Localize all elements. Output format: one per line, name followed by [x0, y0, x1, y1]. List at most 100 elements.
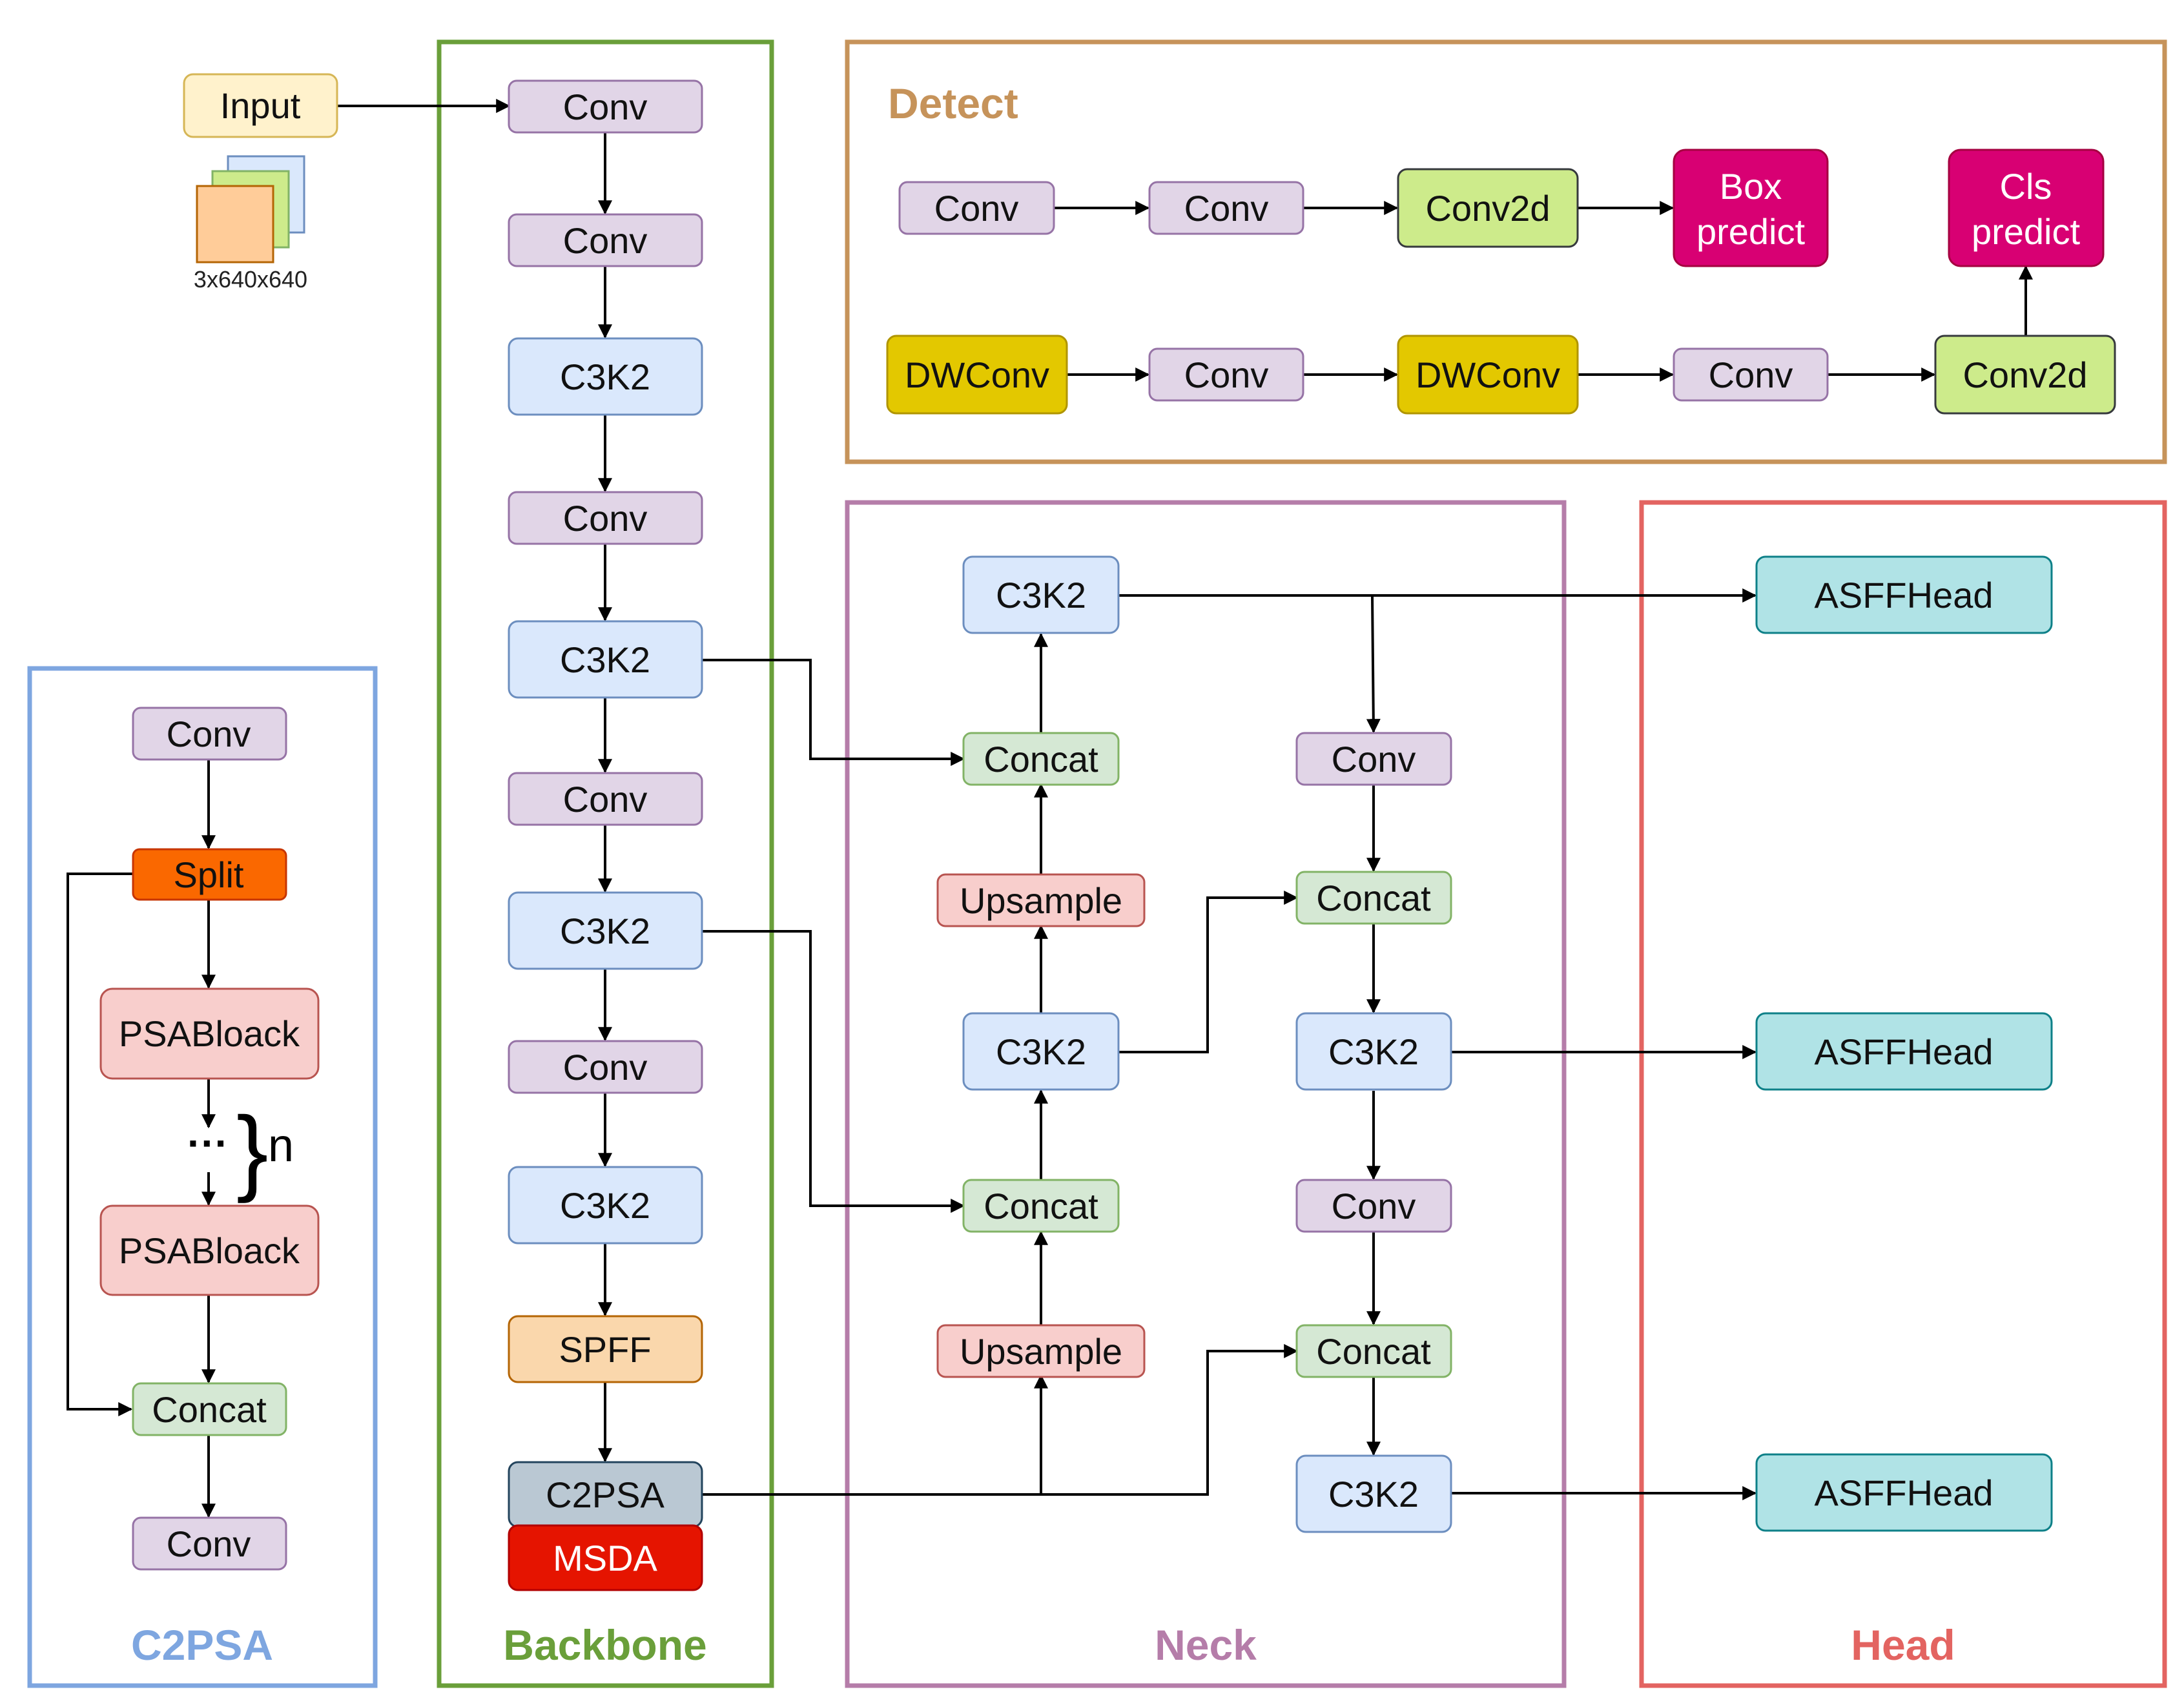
svg-text:Conv: Conv	[1184, 188, 1269, 229]
input-tensor-icon: 3x640x640	[194, 155, 307, 293]
svg-text:Conv2d: Conv2d	[1425, 188, 1550, 229]
svg-text:DWConv: DWConv	[905, 355, 1049, 395]
c2psa-panel-title: C2PSA	[131, 1621, 273, 1669]
neck-concat-2: Concat	[962, 1179, 1120, 1233]
backbone-spff: SPFF	[508, 1315, 703, 1383]
neck-c3k2-right-1: C3K2	[1295, 1012, 1452, 1091]
neck-upsample-2: Upsample	[936, 1324, 1146, 1378]
input-shape-label: 3x640x640	[194, 266, 307, 293]
c2psa-repeat-count: n	[268, 1120, 294, 1172]
svg-text:PSABloack: PSABloack	[119, 1230, 300, 1271]
backbone-c2psa: C2PSA	[508, 1461, 703, 1528]
backbone-conv-5: Conv	[508, 1040, 703, 1094]
svg-text:Concat: Concat	[1316, 1331, 1431, 1372]
svg-text:C3K2: C3K2	[560, 639, 650, 680]
svg-text:Conv: Conv	[1709, 355, 1793, 395]
svg-text:C3K2: C3K2	[1328, 1031, 1419, 1072]
svg-text:C3K2: C3K2	[996, 1031, 1086, 1072]
svg-text:MSDA: MSDA	[553, 1538, 657, 1578]
c2psa-brace: }	[236, 1097, 268, 1204]
svg-text:ASFFHead: ASFFHead	[1815, 1472, 1993, 1513]
svg-text:Conv: Conv	[563, 498, 648, 539]
head-asff-1: ASFFHead	[1755, 555, 2053, 634]
c2psa-split: Split	[132, 848, 287, 901]
head-panel: Head	[1639, 500, 2167, 1688]
input-node: Input	[183, 73, 338, 138]
detect-row1-conv-1: Conv	[898, 181, 1055, 235]
svg-text:Conv: Conv	[563, 87, 648, 127]
neck-c3k2-right-2: C3K2	[1295, 1454, 1452, 1533]
connectors	[67, 99, 2033, 1518]
svg-text:Concat: Concat	[984, 1186, 1098, 1226]
neck-concat-right-2: Concat	[1295, 1324, 1452, 1378]
svg-text:Upsample: Upsample	[960, 880, 1122, 921]
neck-panel-title: Neck	[1155, 1621, 1257, 1669]
svg-text:Conv: Conv	[934, 188, 1019, 229]
backbone-c3k2-3: C3K2	[508, 891, 703, 970]
backbone-panel: Backbone	[437, 39, 774, 1688]
neck-upsample-1: Upsample	[936, 873, 1146, 927]
detect-row1-conv2d: Conv2d	[1397, 168, 1579, 248]
head-asff-3: ASFFHead	[1755, 1453, 2053, 1532]
svg-text:Box: Box	[1720, 166, 1782, 207]
svg-text:Conv: Conv	[1332, 739, 1416, 780]
head-panel-title: Head	[1851, 1621, 1955, 1669]
neck-concat-1: Concat	[962, 732, 1120, 786]
c2psa-conv-top: Conv	[132, 707, 287, 761]
backbone-c3k2-4: C3K2	[508, 1166, 703, 1245]
svg-text:predict: predict	[1696, 211, 1806, 252]
svg-text:Cls: Cls	[2000, 166, 2052, 207]
backbone-msda: MSDA	[508, 1524, 703, 1591]
backbone-conv-3: Conv	[508, 491, 703, 545]
svg-text:C3K2: C3K2	[560, 356, 650, 397]
backbone-c3k2-1: C3K2	[508, 337, 703, 416]
svg-text:Conv: Conv	[167, 1524, 251, 1564]
svg-text:C3K2: C3K2	[1328, 1474, 1419, 1514]
c2psa-panel: C2PSA	[27, 666, 378, 1688]
c2psa-psablock-2: PSABloack	[99, 1204, 320, 1296]
c2psa-ellipsis: ···	[187, 1120, 229, 1166]
c2psa-conv-bottom: Conv	[132, 1516, 287, 1571]
neck-panel: Neck	[845, 500, 1567, 1688]
detect-row2-dwconv-1: DWConv	[886, 335, 1068, 415]
detect-row2-conv-1: Conv	[1148, 347, 1304, 402]
svg-text:C3K2: C3K2	[996, 575, 1086, 615]
svg-text:Conv: Conv	[167, 714, 251, 754]
svg-text:C3K2: C3K2	[560, 911, 650, 951]
head-asff-2: ASFFHead	[1755, 1012, 2053, 1091]
backbone-c3k2-2: C3K2	[508, 620, 703, 699]
c2psa-psablock-1: PSABloack	[99, 987, 320, 1080]
detect-row1-conv-2: Conv	[1148, 181, 1304, 235]
input-label: Input	[220, 85, 301, 126]
svg-text:C3K2: C3K2	[560, 1185, 650, 1226]
svg-text:Conv: Conv	[1332, 1186, 1416, 1226]
detect-panel: Detect	[845, 39, 2167, 464]
svg-text:Concat: Concat	[152, 1389, 267, 1430]
backbone-conv-1: Conv	[508, 79, 703, 134]
svg-text:Conv: Conv	[563, 1047, 648, 1088]
svg-text:Upsample: Upsample	[960, 1331, 1122, 1372]
detect-panel-title: Detect	[888, 79, 1018, 127]
svg-text:C2PSA: C2PSA	[546, 1474, 664, 1515]
c2psa-concat: Concat	[132, 1382, 287, 1436]
detect-cls-predict: Cls predict	[1948, 149, 2105, 267]
backbone-panel-title: Backbone	[503, 1621, 706, 1669]
svg-text:ASFFHead: ASFFHead	[1815, 575, 1993, 615]
svg-text:Split: Split	[174, 854, 244, 895]
svg-text:PSABloack: PSABloack	[119, 1013, 300, 1054]
svg-text:Concat: Concat	[1316, 878, 1431, 918]
svg-text:DWConv: DWConv	[1416, 355, 1560, 395]
svg-text:SPFF: SPFF	[559, 1329, 651, 1370]
svg-text:ASFFHead: ASFFHead	[1815, 1031, 1993, 1072]
neck-conv-right-2: Conv	[1295, 1179, 1452, 1233]
svg-text:Concat: Concat	[984, 739, 1098, 780]
detect-row2-conv2d: Conv2d	[1934, 335, 2116, 415]
svg-text:predict: predict	[1972, 211, 2081, 252]
neck-c3k2-top: C3K2	[962, 555, 1120, 634]
neck-concat-right-1: Concat	[1295, 871, 1452, 925]
svg-text:Conv: Conv	[1184, 355, 1269, 395]
svg-text:Conv: Conv	[563, 220, 648, 261]
detect-row2-conv-2: Conv	[1673, 347, 1829, 402]
detect-row2-dwconv-2: DWConv	[1397, 335, 1579, 415]
